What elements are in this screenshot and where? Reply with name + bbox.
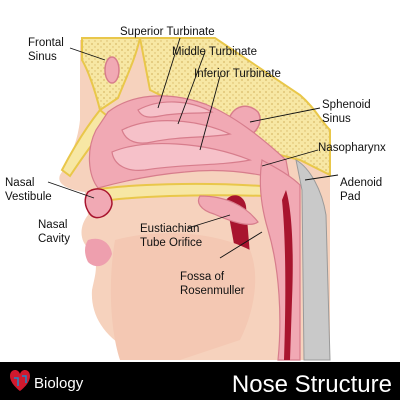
label-middle-turbinate: Middle Turbinate [172,46,257,58]
adenoid-pad-shape [295,159,331,361]
anatomy-labels: Frontal Sinus Superior Turbinate Middle … [5,26,386,297]
label-nasal-cavity-2: Cavity [38,233,70,245]
label-inferior-turbinate: Inferior Turbinate [194,68,281,80]
leader-lines [47,37,339,259]
frontal-sinus [104,56,120,84]
superior-turbinate-shape [137,101,214,118]
tongue [110,233,256,360]
label-fossa-1: Fossa of [180,271,225,283]
middle-turbinate-shape [121,120,232,144]
inferior-turbinate-shape [111,143,253,171]
label-sphenoid-sinus-1: Sphenoid [322,99,371,111]
label-eustachian-1: Eustiachian [140,223,199,235]
label-eustachian-2: Tube Orifice [140,237,202,249]
label-frontal-sinus-1: Frontal [28,37,64,49]
label-nasal-vestibule-2: Vestibule [5,191,52,203]
label-nasal-cavity-1: Nasal [38,219,67,231]
label-superior-turbinate: Superior Turbinate [120,26,215,38]
lips [85,238,112,267]
posterior-wall-stripe [282,190,293,360]
label-adenoid-pad-1: Adenoid [340,177,382,189]
heart-logo-icon [10,370,30,391]
nasal-vestibule-shape [84,188,113,219]
label-frontal-sinus-2: Sinus [28,51,57,63]
page-title: Nose Structure [232,371,392,398]
label-fossa-2: Rosenmuller [180,285,245,297]
label-adenoid-pad-2: Pad [340,191,360,203]
soft-palate [197,195,259,226]
label-nasal-vestibule-1: Nasal [5,177,34,189]
footer-bar [0,362,400,400]
label-sphenoid-sinus-2: Sinus [322,113,351,125]
label-nasopharynx: Nasopharynx [318,142,386,154]
footer-brand: Biology [34,375,84,392]
